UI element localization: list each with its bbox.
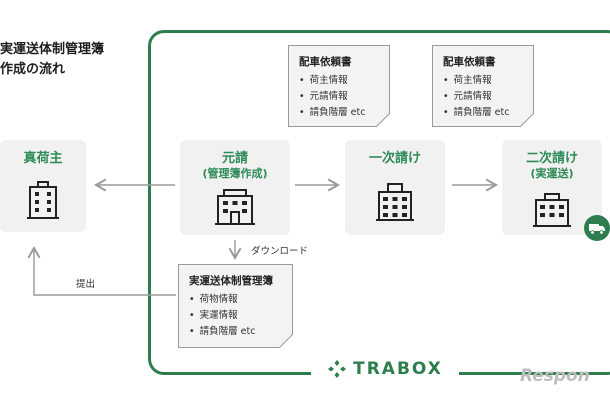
doc-title: 配車依頼書 bbox=[443, 56, 496, 68]
doc-item: 請負階層 etc bbox=[443, 105, 533, 121]
page-fold-icon bbox=[376, 113, 390, 127]
label-download: ダウンロード bbox=[251, 246, 309, 257]
doc-item: 荷主情報 bbox=[299, 73, 389, 89]
doc-item: 元請情報 bbox=[443, 89, 533, 105]
node-prime-label: 元請 bbox=[221, 151, 248, 166]
node-first-subcontractor: 一次請け bbox=[345, 140, 445, 235]
doc-item: 荷物情報 bbox=[189, 292, 292, 308]
building-icon bbox=[533, 193, 571, 227]
watermark: Respon bbox=[520, 366, 590, 386]
node-shipper-label: 真荷主 bbox=[23, 151, 63, 166]
building-icon bbox=[215, 189, 255, 225]
page-fold-icon bbox=[520, 113, 534, 127]
node-prime-contractor: 元請 (管理簿作成) bbox=[180, 140, 290, 235]
building-icon bbox=[376, 183, 414, 221]
doc-dispatch-request-1: 配車依頼書 荷主情報 元請情報 請負階層 etc bbox=[288, 45, 390, 127]
trabox-brand-name: TRABOX bbox=[353, 359, 443, 379]
doc-item: 実運情報 bbox=[189, 308, 292, 324]
node-first-label: 一次請け bbox=[368, 151, 421, 166]
diagram-title: 実運送体制管理簿 作成の流れ bbox=[0, 40, 104, 80]
trabox-brand: TRABOX bbox=[311, 355, 459, 383]
doc-item: 荷主情報 bbox=[443, 73, 533, 89]
doc-item: 元請情報 bbox=[299, 89, 389, 105]
doc-title: 実運送体制管理簿 bbox=[189, 275, 273, 287]
title-line-1: 実運送体制管理簿 bbox=[0, 42, 105, 57]
title-line-2: 作成の流れ bbox=[0, 62, 66, 77]
node-second-subcontractor: 二次請け (実運送) bbox=[502, 140, 602, 235]
node-second-label: 二次請け bbox=[525, 151, 578, 166]
node-prime-sub: (管理簿作成) bbox=[202, 167, 268, 180]
doc-title: 配車依頼書 bbox=[299, 56, 352, 68]
doc-dispatch-request-2: 配車依頼書 荷主情報 元請情報 請負階層 etc bbox=[432, 45, 534, 127]
doc-transport-ledger: 実運送体制管理簿 荷物情報 実運情報 請負階層 etc bbox=[178, 264, 293, 348]
trabox-logo-icon bbox=[328, 360, 347, 378]
building-icon bbox=[27, 181, 59, 219]
page-fold-icon bbox=[279, 334, 293, 348]
doc-item: 請負階層 etc bbox=[299, 105, 389, 121]
arrow-submit bbox=[27, 246, 176, 296]
label-submit: 提出 bbox=[76, 279, 96, 290]
truck-icon bbox=[584, 215, 610, 241]
doc-item: 請負階層 etc bbox=[189, 324, 292, 340]
node-second-sub: (実運送) bbox=[530, 167, 574, 180]
node-shipper: 真荷主 bbox=[0, 140, 86, 232]
